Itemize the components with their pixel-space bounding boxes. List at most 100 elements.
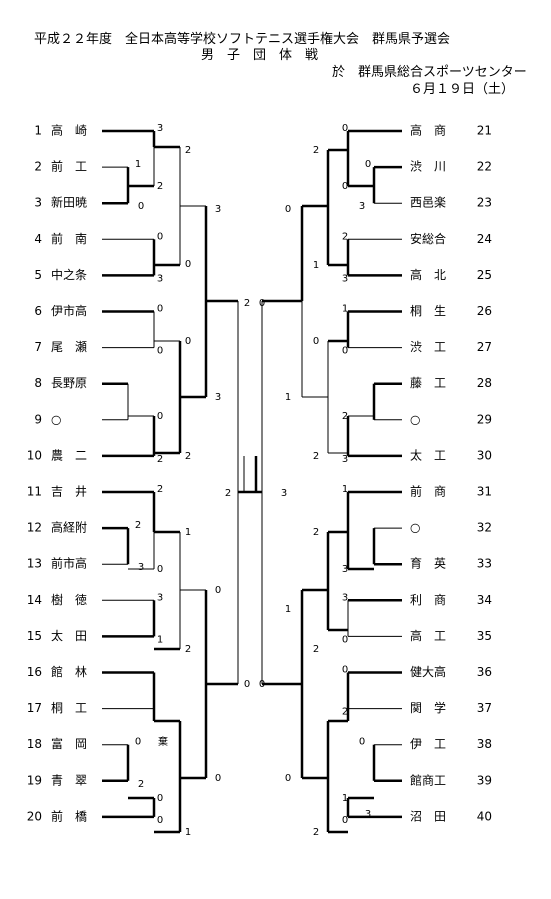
score-label: 3 — [342, 592, 348, 603]
score-label: 3 — [157, 592, 163, 603]
score-label: 0 — [185, 336, 191, 347]
score-label: 2 — [225, 488, 231, 499]
score-label: 0 — [359, 737, 365, 748]
team-name: 伊市高 — [51, 303, 87, 318]
team-number: 16 — [27, 665, 42, 679]
score-label: 0 — [135, 737, 141, 748]
team-name: 桐 工 — [51, 701, 87, 715]
team-name: 高 商 — [410, 123, 446, 138]
score-label: 0 — [342, 815, 348, 826]
team-name: 高 北 — [410, 267, 446, 282]
team-name: 館 林 — [51, 664, 87, 679]
team-name: 前 橋 — [51, 808, 87, 823]
score-label: 0 — [215, 773, 221, 784]
score-label: 2 — [342, 411, 348, 422]
score-label: 3 — [342, 273, 348, 284]
score-label: 0 — [342, 346, 348, 357]
team-number: 10 — [27, 448, 42, 462]
team-number: 11 — [27, 485, 42, 499]
team-name: 前 商 — [410, 484, 446, 499]
score-label: 1 — [342, 793, 348, 804]
team-number: 26 — [477, 304, 492, 318]
score-label: 0 — [342, 634, 348, 645]
team-name: 尾 瀬 — [51, 340, 87, 354]
team-name: 高 崎 — [51, 123, 87, 138]
score-label: 0 — [138, 201, 144, 212]
score-label: 0 — [365, 159, 371, 170]
team-number: 1 — [34, 124, 42, 138]
score-label: 2 — [313, 451, 319, 462]
team-name: 中之条 — [51, 267, 87, 282]
team-number: 31 — [477, 485, 492, 499]
venue-label: 於 群馬県総合スポーツセンター — [332, 65, 527, 80]
score-label: 3 — [359, 201, 365, 212]
score-label: 0 — [185, 259, 191, 270]
team-name: 利 商 — [410, 592, 446, 607]
team-number: 7 — [34, 340, 42, 354]
score-label: 0 — [157, 564, 163, 575]
team-name: 太 田 — [51, 628, 87, 643]
team-number: 23 — [477, 196, 492, 210]
team-number: 19 — [27, 773, 42, 787]
team-name: 渋 工 — [410, 340, 446, 354]
team-number: 34 — [477, 593, 492, 607]
score-label: 0 — [313, 336, 319, 347]
team-number: 37 — [477, 701, 492, 715]
team-name: ○ — [410, 412, 420, 426]
team-name: 沼 田 — [410, 809, 446, 823]
team-name: 前 工 — [51, 159, 87, 174]
team-number: 9 — [34, 412, 42, 426]
team-name: 健大高 — [410, 664, 446, 679]
team-number: 40 — [477, 809, 492, 823]
score-label: 0 — [342, 181, 348, 192]
score-label: 3 — [365, 809, 371, 820]
score-label: 2 — [138, 779, 144, 790]
team-number: 38 — [477, 737, 492, 751]
score-label: 2 — [157, 484, 163, 495]
team-number: 6 — [34, 304, 42, 318]
score-label: 3 — [342, 564, 348, 575]
team-number: 36 — [477, 665, 492, 679]
page-title: 平成２２年度 全日本高等学校ソフトテニス選手権大会 群馬県予選会 — [34, 32, 451, 47]
team-number: 21 — [477, 124, 492, 138]
score-label: 2 — [185, 451, 191, 462]
event-subtitle: 男 子 団 体 戦 — [201, 48, 319, 63]
team-name: 高 工 — [410, 628, 446, 643]
team-number: 5 — [34, 268, 42, 282]
team-number: 32 — [477, 521, 492, 535]
team-number: 27 — [477, 340, 492, 354]
team-name: 館商工 — [410, 772, 446, 787]
score-label: 2 — [342, 231, 348, 242]
score-label: 2 — [313, 527, 319, 538]
score-label: 0 — [244, 679, 250, 690]
team-number: 30 — [477, 448, 492, 462]
score-label: 2 — [342, 707, 348, 718]
score-label: 3 — [215, 204, 221, 215]
team-name: 富 岡 — [51, 736, 87, 751]
team-number: 18 — [27, 737, 42, 751]
team-name: ○ — [51, 412, 61, 426]
score-label: 0 — [157, 346, 163, 357]
team-number: 13 — [27, 557, 42, 571]
score-label: 2 — [244, 298, 250, 309]
score-label: 0 — [342, 665, 348, 676]
score-label: 1 — [313, 260, 319, 271]
team-name: 藤 工 — [410, 376, 446, 390]
team-number: 8 — [34, 376, 42, 390]
team-name: 高経附 — [51, 520, 87, 535]
team-name: 前市高 — [51, 556, 87, 571]
score-label: 1 — [342, 484, 348, 495]
team-name: 桐 生 — [410, 304, 446, 318]
team-name: 樹 徳 — [51, 592, 87, 607]
team-number: 17 — [27, 701, 42, 715]
team-number: 24 — [477, 232, 492, 246]
team-number: 4 — [34, 232, 42, 246]
score-label: 2 — [157, 181, 163, 192]
team-number: 28 — [477, 376, 492, 390]
team-name: 伊 工 — [410, 737, 446, 751]
team-name: 青 翠 — [51, 773, 87, 787]
team-number: 14 — [27, 593, 42, 607]
score-label: 0 — [285, 773, 291, 784]
team-number: 29 — [477, 412, 492, 426]
